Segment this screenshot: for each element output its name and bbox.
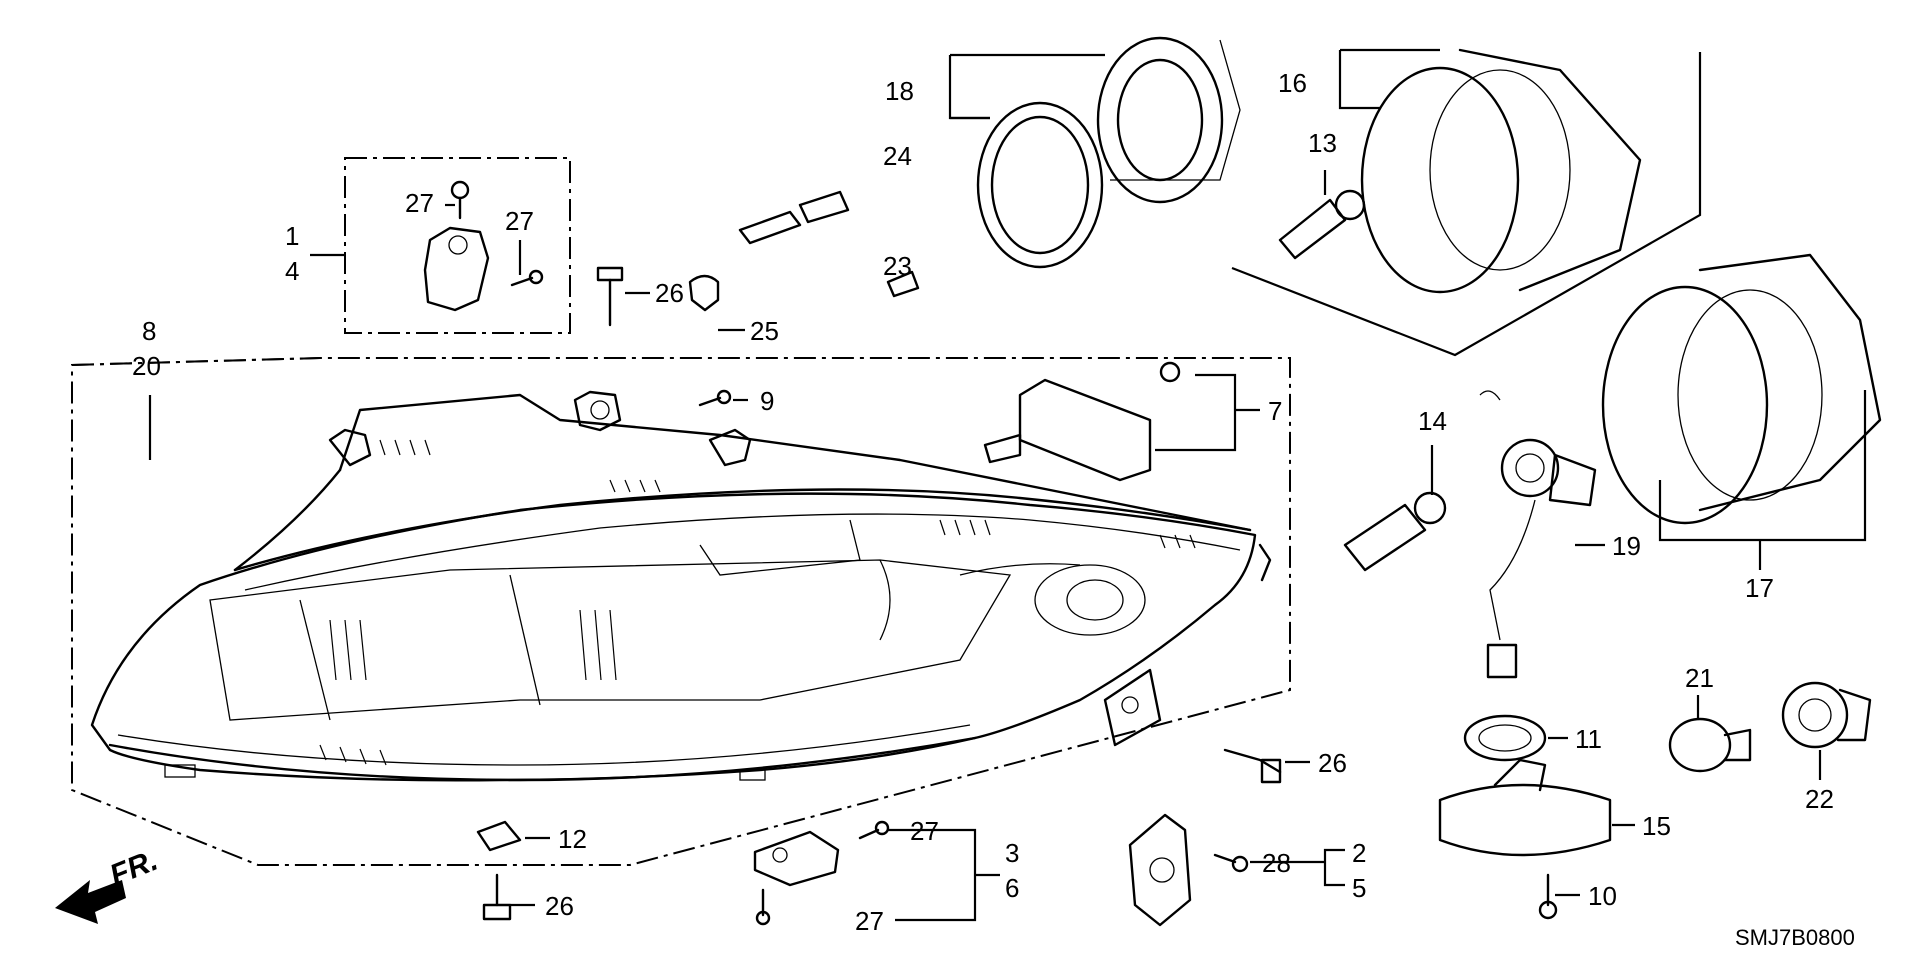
callout-19: 19 — [1612, 531, 1641, 561]
callout-22: 22 — [1805, 784, 1834, 814]
clip-25 — [688, 274, 720, 312]
callout-17: 17 — [1745, 573, 1774, 603]
callout-1: 1 — [285, 221, 299, 251]
callout-6: 6 — [1005, 873, 1019, 903]
socket-22 — [1781, 681, 1872, 749]
callout-9: 9 — [760, 386, 774, 416]
headlight-boundary-left-corner — [71, 357, 321, 366]
clip-12 — [476, 820, 522, 852]
bulb-21 — [1668, 717, 1752, 773]
callout-26-top: 26 — [655, 278, 684, 308]
screw-9 — [698, 389, 732, 407]
screw-27-side — [510, 269, 544, 287]
callout-4: 4 — [285, 256, 299, 286]
callout-12: 12 — [558, 824, 587, 854]
cover-16 — [1360, 48, 1642, 294]
headlight-housing — [90, 390, 1272, 782]
lamp-ring-18-cover — [1096, 36, 1241, 204]
callout-24: 24 — [883, 141, 912, 171]
bulb-24 — [738, 190, 850, 245]
headlight-assembly-boundary — [71, 357, 1291, 866]
bulb-14 — [1343, 491, 1447, 572]
callout-5: 5 — [1352, 873, 1366, 903]
callout-25: 25 — [750, 316, 779, 346]
callout-20: 20 — [132, 351, 161, 381]
callout-21: 21 — [1685, 663, 1714, 693]
callout-13: 13 — [1308, 128, 1337, 158]
ballast-15 — [1438, 758, 1612, 857]
bulb-23 — [886, 270, 920, 298]
leader-lines — [148, 48, 1867, 922]
bulb-13 — [1278, 189, 1366, 260]
callout-28: 28 — [1262, 848, 1291, 878]
screw-27-top — [450, 180, 470, 220]
callout-27-mid: 27 — [910, 816, 939, 846]
callout-27-low: 27 — [855, 906, 884, 936]
callout-18: 18 — [885, 76, 914, 106]
callout-27-side: 27 — [505, 206, 534, 236]
diagram-code: SMJ7B0800 — [1735, 925, 1855, 950]
actuator-7 — [983, 361, 1181, 482]
bolt-26-right — [1223, 748, 1282, 784]
callout-2: 2 — [1352, 838, 1366, 868]
callout-26-bottom: 26 — [545, 891, 574, 921]
callout-16: 16 — [1278, 68, 1307, 98]
front-direction-arrow: FR. — [55, 844, 162, 924]
callout-23: 23 — [883, 251, 912, 281]
callout-14: 14 — [1418, 406, 1447, 436]
callout-11: 11 — [1575, 724, 1602, 754]
bolt-26-bottom — [482, 873, 512, 921]
bracket-kit-box — [344, 157, 571, 334]
callout-labels: 1 4 27 27 26 25 24 23 18 16 13 8 20 9 7 … — [132, 68, 1834, 936]
callout-26-right: 26 — [1318, 748, 1347, 778]
screw-27-low — [755, 888, 771, 926]
igniter-19 — [1479, 390, 1597, 679]
bracket-2-5 — [1128, 813, 1192, 927]
bolt-26-top — [596, 266, 624, 327]
callout-7: 7 — [1268, 396, 1282, 426]
screw-28 — [1213, 853, 1249, 873]
callout-15: 15 — [1642, 811, 1671, 841]
callout-3: 3 — [1005, 838, 1019, 868]
callout-8: 8 — [142, 316, 156, 346]
bracket-3-6 — [753, 830, 840, 887]
front-marker-label: FR. — [105, 844, 162, 893]
bulb-cover-group-box — [1231, 52, 1702, 357]
callout-10: 10 — [1588, 881, 1617, 911]
callout-27-top: 27 — [405, 188, 434, 218]
o-ring-11 — [1463, 714, 1547, 762]
mounting-bracket-part — [423, 226, 490, 312]
screw-10 — [1538, 873, 1558, 920]
screw-27-mid — [858, 820, 890, 840]
lamp-ring-18-gasket — [976, 101, 1104, 269]
cover-17 — [1601, 253, 1882, 525]
